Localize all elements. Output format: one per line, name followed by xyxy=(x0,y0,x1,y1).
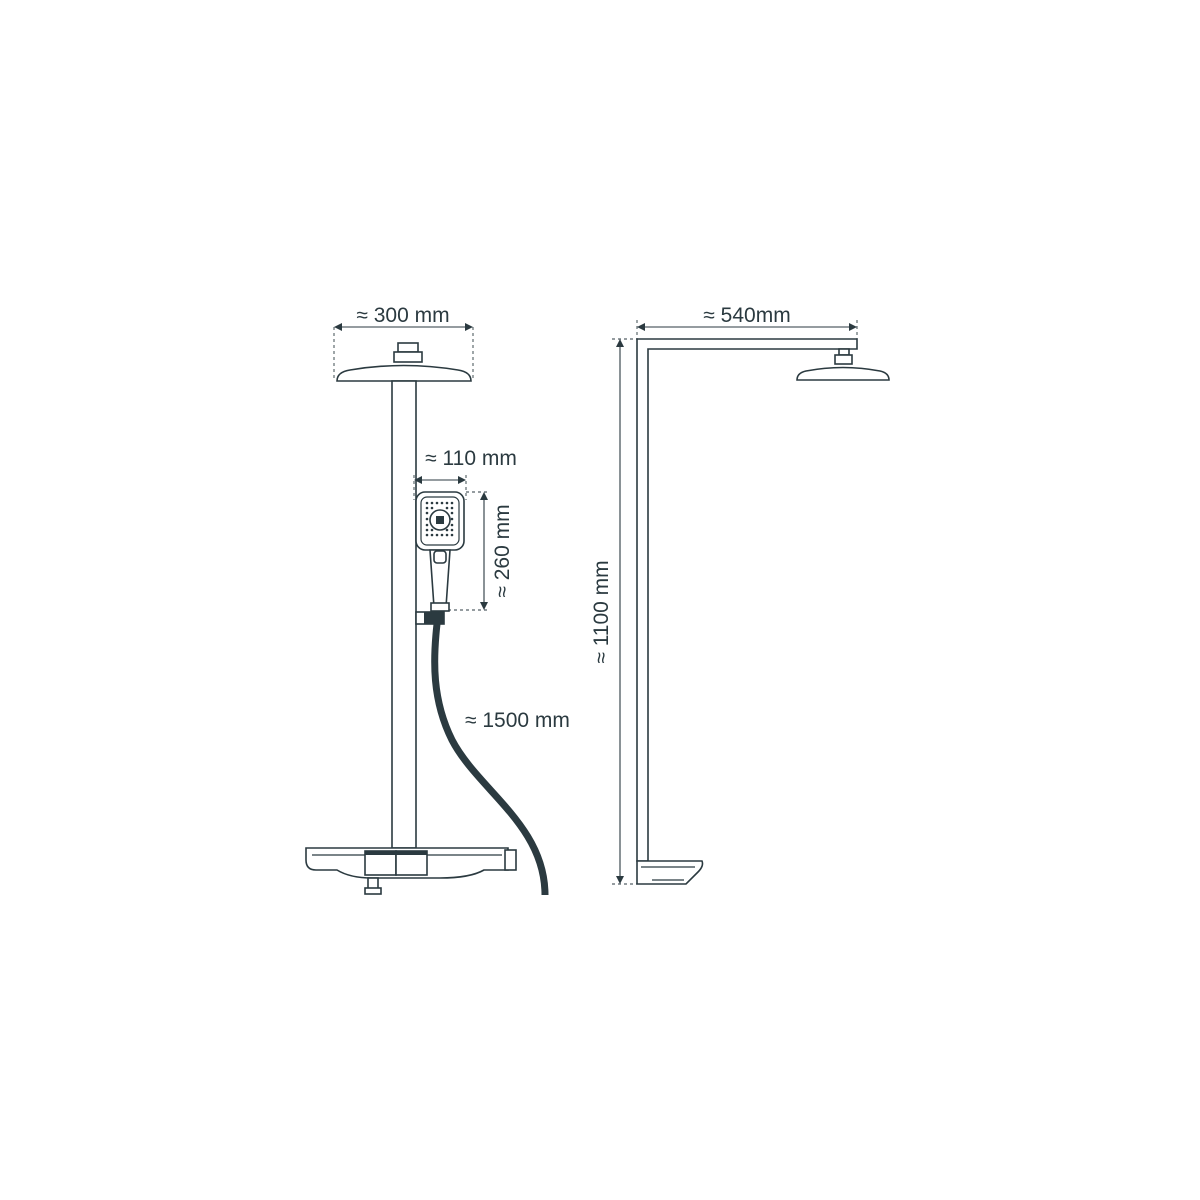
riser-pipe xyxy=(391,380,417,849)
total-height-dimension: ≈ 1100 mm xyxy=(590,338,637,885)
handshower-height-dimension: ≈ 260 mm xyxy=(448,491,514,611)
handshower-nozzle-grid xyxy=(425,501,454,537)
thermostat-shelf xyxy=(305,847,517,895)
front-view: ≈ 300 mm ≈ 110 mm ≈ 260 mm xyxy=(305,304,570,896)
side-riser-and-arm xyxy=(636,338,858,862)
side-showerhead xyxy=(796,348,890,381)
side-thermostat-shelf xyxy=(636,860,704,885)
overhead-showerhead xyxy=(336,342,472,382)
arm-length-label: ≈ 540mm xyxy=(703,304,790,327)
arm-length-dimension: ≈ 540mm xyxy=(636,304,858,340)
shower-hose xyxy=(431,623,549,896)
side-view: ≈ 540mm ≈ 1100 mm xyxy=(590,304,890,885)
showerhead-width-label: ≈ 300 mm xyxy=(356,304,449,327)
handshower-width-label: ≈ 110 mm xyxy=(425,447,517,470)
handshower-holder xyxy=(415,611,445,625)
handshower-height-label: ≈ 260 mm xyxy=(491,504,514,597)
total-height-label: ≈ 1100 mm xyxy=(590,560,613,663)
handshower-width-dimension: ≈ 110 mm xyxy=(413,447,517,500)
showerhead-width-dimension: ≈ 300 mm xyxy=(333,304,474,380)
hose-length-label: ≈ 1500 mm xyxy=(465,709,570,732)
hand-shower xyxy=(415,491,465,612)
